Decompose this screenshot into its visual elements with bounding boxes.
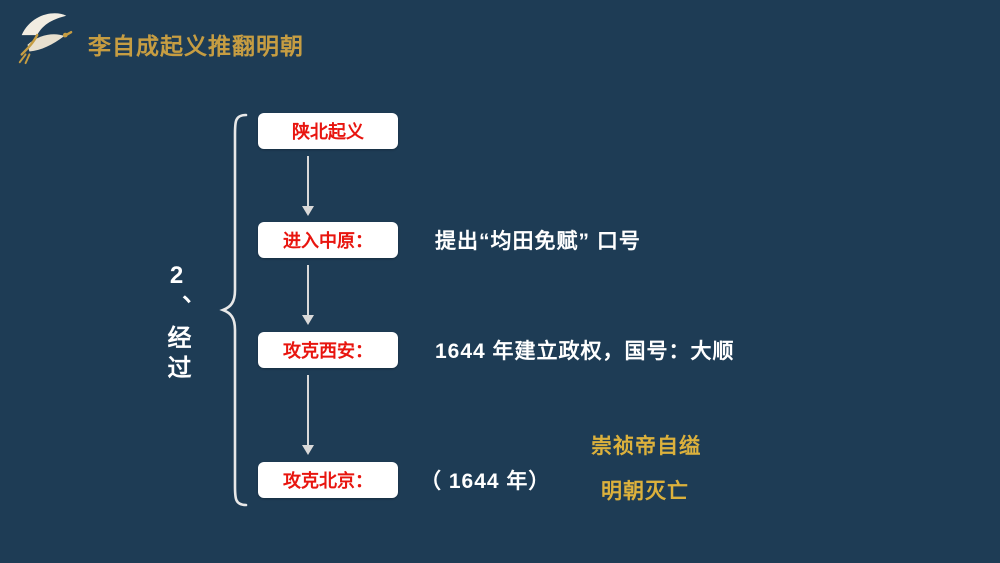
flow-box-capture-xian: 攻克西安： [258, 332, 398, 368]
flow-box-capture-beijing: 攻克北京： [258, 462, 398, 498]
down-arrow-icon [302, 375, 314, 455]
note-slogan: 提出“均田免赋” 口号 [435, 230, 641, 253]
down-arrow-icon [302, 156, 314, 216]
flow-box-enter-central-plains: 进入中原： [258, 222, 398, 258]
crane-logo-icon [18, 13, 73, 65]
highlight-ming-fall: 明朝灭亡 [601, 480, 689, 503]
down-arrow-icon [302, 265, 314, 325]
page-title: 李自成起义推翻明朝 [88, 33, 304, 59]
section-label: 2、经过 [163, 262, 190, 385]
flow-box-shanbei-uprising: 陕北起义 [258, 113, 398, 149]
note-regime-founded: 1644 年建立政权，国号：大顺 [435, 340, 735, 363]
highlight-chongzhen-suicide: 崇祯帝自缢 [591, 435, 701, 458]
note-year-1644: （ 1644 年） [420, 470, 551, 493]
brace-shape [219, 113, 248, 507]
